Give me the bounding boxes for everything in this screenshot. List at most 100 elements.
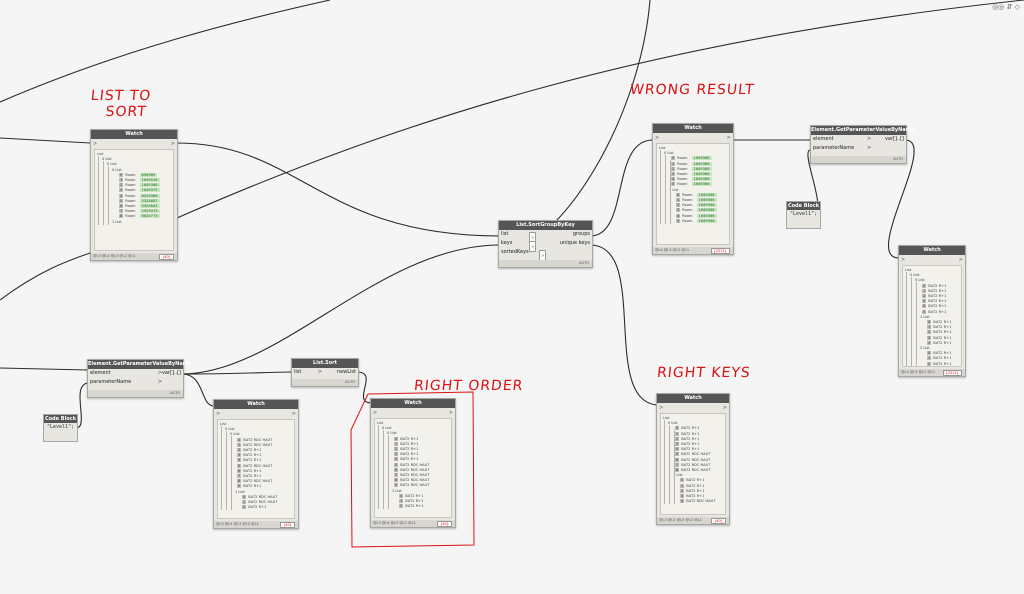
output-port-unique-keys[interactable]: unique keys bbox=[559, 240, 590, 246]
input-port-icon[interactable]: > bbox=[659, 405, 664, 411]
input-port-icon[interactable]: > bbox=[373, 410, 378, 416]
item-value: BAT2 RDC HAUT bbox=[400, 483, 430, 488]
item-index: 2 bbox=[922, 294, 927, 298]
input-port-element[interactable]: element bbox=[813, 136, 834, 142]
item-value: 1649366 bbox=[691, 177, 712, 182]
input-port-list[interactable]: list bbox=[501, 231, 509, 237]
output-port-icon[interactable]: > bbox=[448, 410, 453, 416]
get-parameter-node-left[interactable]: Element.GetParameterValueByName element>… bbox=[87, 359, 191, 398]
item-index: 3 bbox=[676, 208, 681, 213]
input-port-list[interactable]: list bbox=[294, 369, 302, 375]
input-port-parameter-name[interactable]: parameterName bbox=[90, 379, 132, 385]
node-title: Watch bbox=[899, 246, 965, 255]
item-value: BAT2 R+1 bbox=[928, 288, 947, 293]
item-value: BAT2 RDC HAUT bbox=[248, 500, 278, 504]
item-index: 0 bbox=[676, 192, 681, 197]
output-port-var[interactable]: var[]..[] bbox=[161, 370, 181, 376]
item-value: BAT2 R+1 bbox=[686, 483, 705, 488]
get-parameter-node-right[interactable]: Element.GetParameterValueByName element>… bbox=[810, 125, 914, 164]
output-port-groups[interactable]: groups bbox=[572, 231, 590, 237]
input-port-element[interactable]: element bbox=[90, 370, 111, 376]
output-port-var[interactable]: var[]..[] bbox=[884, 136, 904, 142]
tree-guide-line bbox=[378, 425, 379, 510]
item-index: 8 bbox=[675, 468, 680, 472]
item-index: 0 bbox=[927, 320, 932, 324]
lacing-dropdown[interactable]: > bbox=[529, 241, 537, 252]
code-editor[interactable]: "Level1"; bbox=[790, 211, 818, 217]
list-node-label: 1 List bbox=[669, 187, 679, 192]
input-port-icon[interactable]: > bbox=[216, 411, 221, 417]
code-block-right[interactable]: Code Block "Level1"; bbox=[786, 201, 821, 229]
item-index: 5 bbox=[922, 309, 927, 314]
item-value: 1649366 bbox=[691, 172, 712, 176]
view-toolbar-icons[interactable]: ◎◎ ⇵ ◇ bbox=[992, 3, 1020, 11]
wire bbox=[181, 371, 293, 375]
item-value: BAT2 R+1 bbox=[928, 309, 947, 314]
item-value: BAT2 RDC HAUT bbox=[400, 478, 430, 483]
wire bbox=[499, 0, 651, 255]
tree-guide-line bbox=[221, 426, 222, 511]
output-port-icon[interactable]: > bbox=[291, 411, 296, 417]
output-port-icon[interactable]: > bbox=[170, 141, 175, 147]
item-index: 4 bbox=[680, 499, 685, 504]
item-index: 5 bbox=[671, 182, 676, 187]
item-index: 1 bbox=[927, 356, 932, 361]
input-port-keys[interactable]: keys bbox=[501, 240, 513, 246]
item-value: BAT2 R+1 bbox=[405, 493, 424, 498]
output-port-icon[interactable]: > bbox=[722, 405, 727, 411]
item-index: 2 bbox=[399, 504, 404, 509]
tree-guide-line bbox=[660, 150, 661, 224]
item-index: 4 bbox=[671, 177, 676, 182]
item-value: BAT2 R+1 bbox=[405, 499, 424, 503]
input-port-parameter-name[interactable]: parameterName bbox=[813, 145, 855, 151]
output-port-icon[interactable]: > bbox=[726, 135, 731, 141]
item-index: 7 bbox=[675, 462, 680, 467]
list-sort-node[interactable]: List.Sort list>newList AUTO bbox=[291, 358, 359, 387]
code-editor[interactable]: "Level1"; bbox=[47, 424, 75, 430]
node-footer: @L3 @L4 @L3 @L2 @L1{40} bbox=[91, 253, 177, 260]
wire bbox=[176, 142, 501, 237]
input-port-sorted-keys[interactable]: sortedKeys bbox=[501, 249, 529, 255]
code-block-left[interactable]: Code Block "Level1"; bbox=[43, 414, 78, 442]
item-value: BAT2 R+1 bbox=[928, 283, 947, 288]
tree-guide-line bbox=[98, 156, 99, 225]
input-port-icon[interactable]: > bbox=[901, 257, 906, 263]
list-node-label: 0 List bbox=[230, 432, 240, 437]
item-index: 0 bbox=[119, 172, 124, 177]
sort-group-by-key-node[interactable]: List.SortGroupByKey list>groups keys>uni… bbox=[498, 220, 593, 268]
input-port-icon[interactable]: > bbox=[655, 135, 660, 141]
tree-guide-line bbox=[669, 425, 670, 505]
output-port-new-list[interactable]: newList bbox=[336, 369, 356, 375]
output-port-icon[interactable]: > bbox=[958, 257, 963, 263]
input-port-icon[interactable]: > bbox=[93, 141, 98, 147]
